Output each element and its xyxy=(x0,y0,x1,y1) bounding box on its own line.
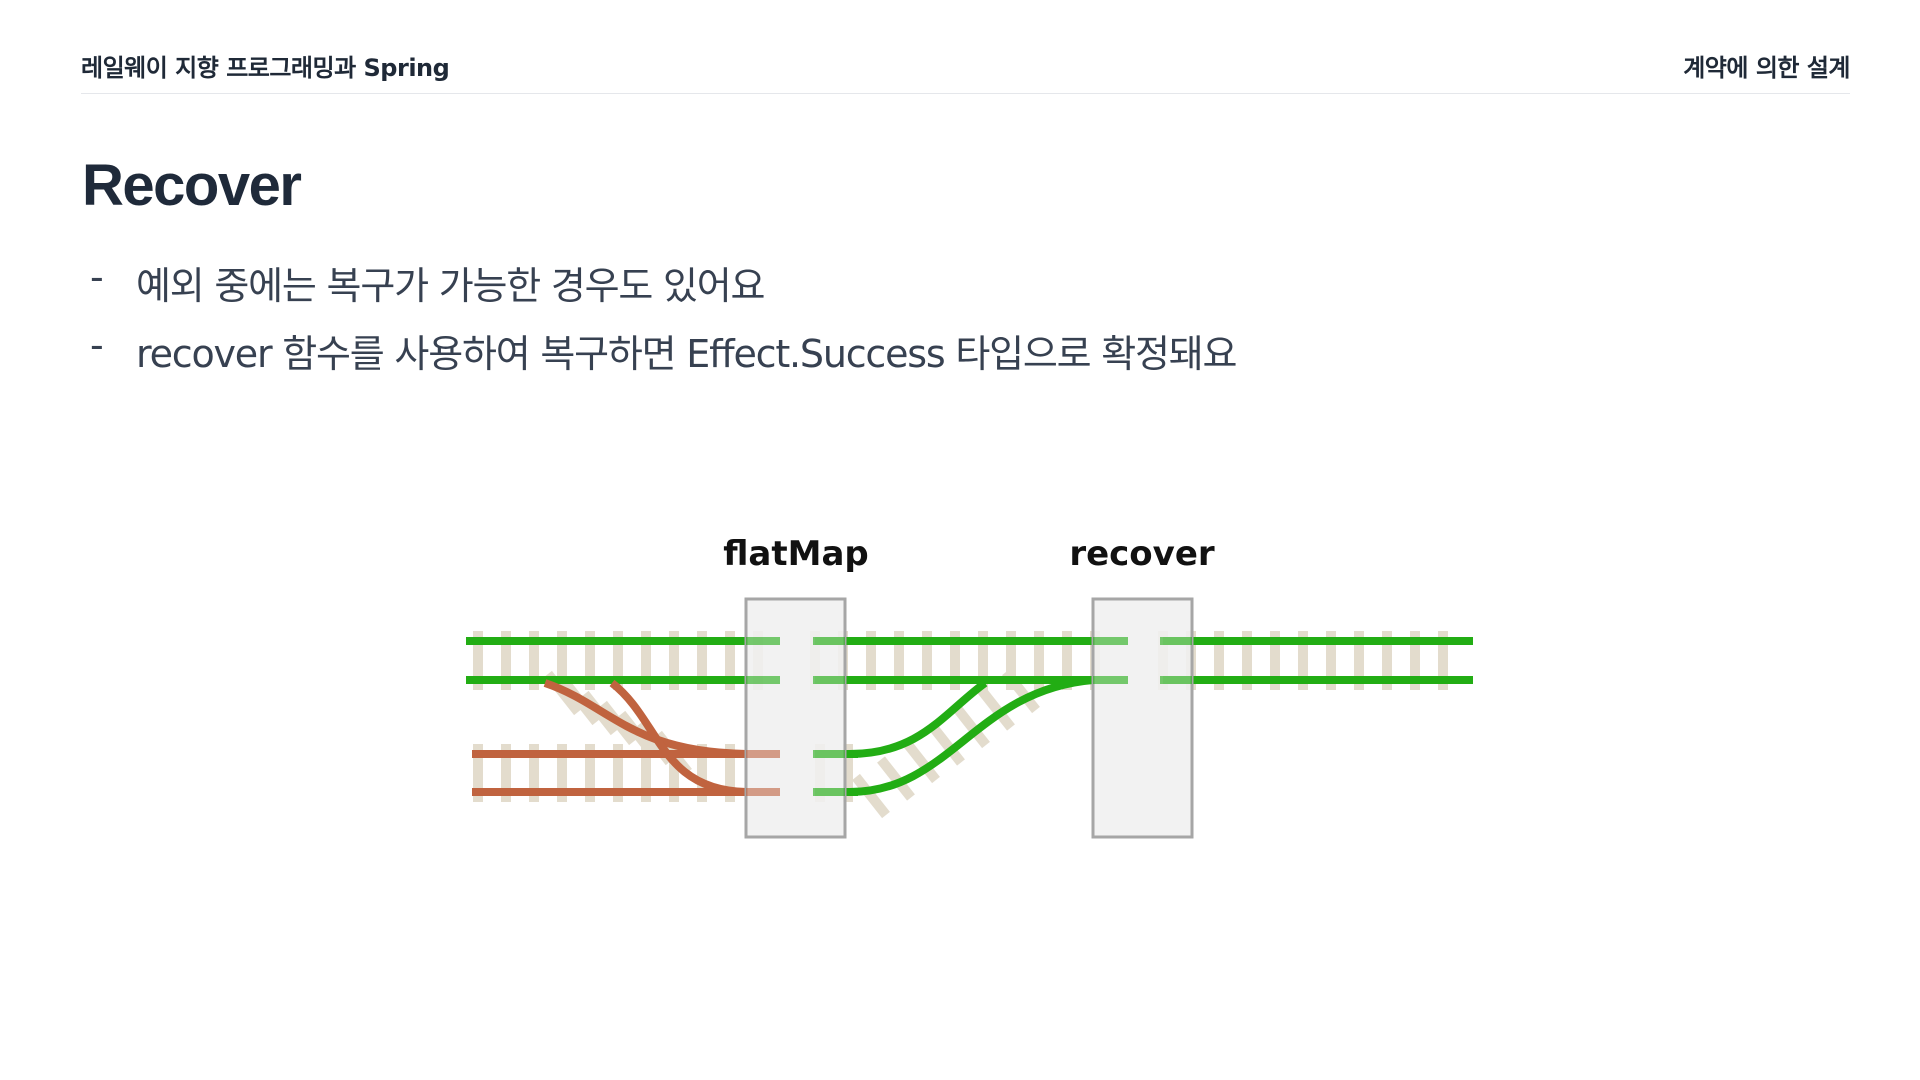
header-section: 계약에 의한 설계 xyxy=(1683,54,1850,82)
track-rails xyxy=(466,637,1473,796)
bullet-marker: - xyxy=(90,255,104,299)
sleeper xyxy=(852,773,890,819)
recovered-curve-outer xyxy=(849,676,1094,796)
failure-branch-curve-outer xyxy=(609,679,747,796)
sleeper xyxy=(952,703,990,749)
sleeper xyxy=(902,738,940,784)
page-title: Recover xyxy=(82,153,302,218)
flatmap-label: flatMap xyxy=(723,534,869,574)
recover-label: recover xyxy=(1069,534,1215,574)
gate-rail-stubs xyxy=(746,637,1192,796)
flatmap-gate xyxy=(744,597,847,839)
sleeper xyxy=(877,756,915,801)
bullet-text: 예외 중에는 복구가 가능한 경우도 있어요 xyxy=(136,264,766,308)
bullet-marker: - xyxy=(90,323,104,367)
header-divider xyxy=(81,93,1850,94)
failure-branch-curve-inner xyxy=(543,679,747,758)
recovered-curve-inner xyxy=(849,679,988,758)
header-title: 레일웨이 지향 프로그래밍과 Spring xyxy=(81,54,450,82)
sleeper xyxy=(977,686,1015,731)
sleeper xyxy=(927,721,965,766)
recover-gate xyxy=(1091,597,1194,839)
bullet-text: recover 함수를 사용하여 복구하면 Effect.Success 타입으… xyxy=(136,332,1237,376)
